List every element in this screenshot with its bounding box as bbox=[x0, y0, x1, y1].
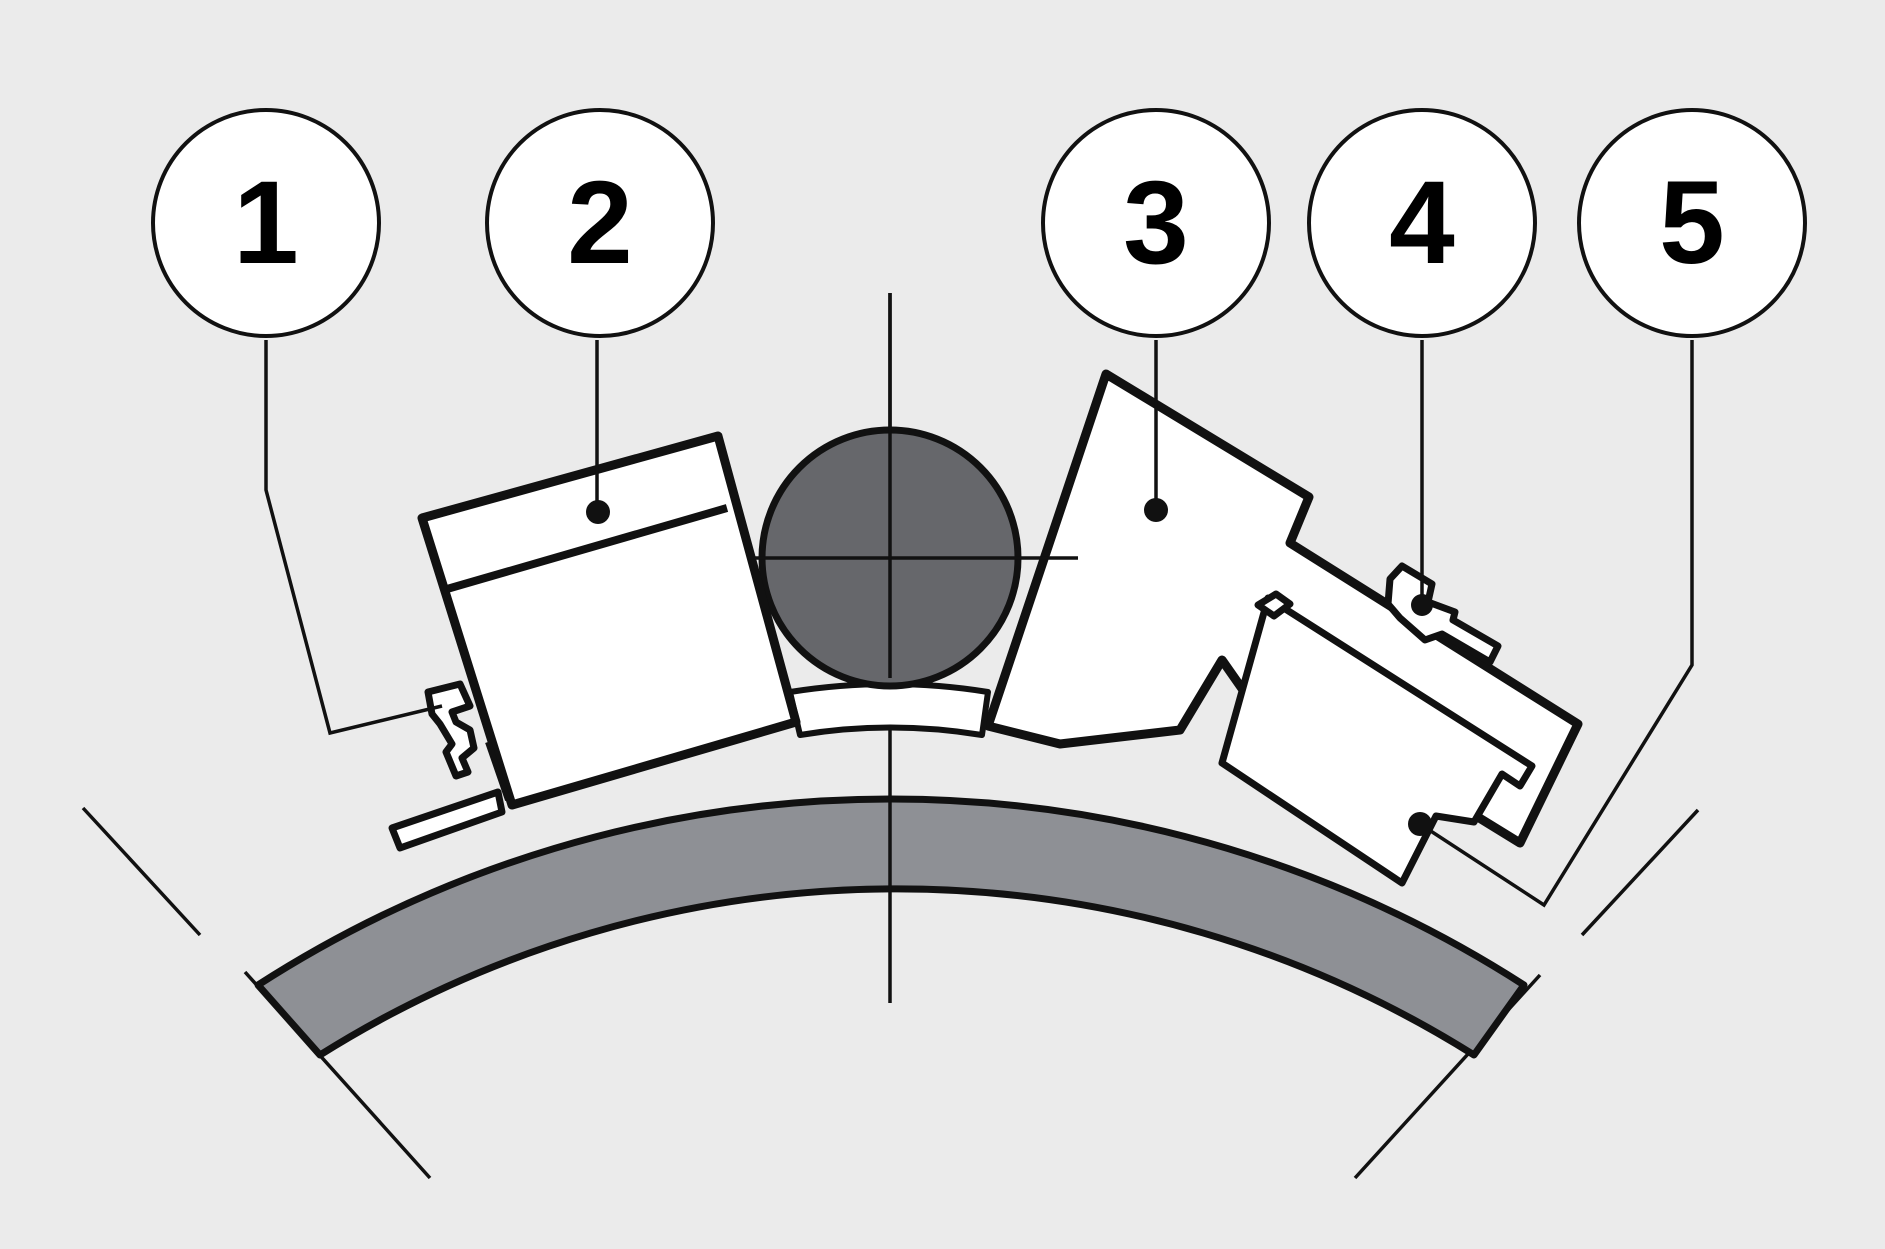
radial-line-right-outer bbox=[1580, 808, 1700, 937]
callout-number-5: 5 bbox=[1659, 157, 1725, 289]
anchor-dot-5 bbox=[1408, 812, 1432, 836]
callout-number-1: 1 bbox=[233, 157, 299, 289]
clamp-part-4 bbox=[1384, 562, 1502, 666]
callout-number-3: 3 bbox=[1123, 157, 1189, 289]
callout-circle-2 bbox=[485, 108, 715, 338]
block-part-2-band bbox=[445, 504, 729, 593]
callout-4: 4 bbox=[1307, 108, 1537, 338]
unit-part-5-tab bbox=[1254, 590, 1294, 620]
callout-2: 2 bbox=[485, 108, 715, 338]
callout-circle-5 bbox=[1577, 108, 1807, 338]
callout-1: 1 bbox=[151, 108, 381, 338]
anchor-dot-2 bbox=[586, 500, 610, 524]
unit-part-5 bbox=[1218, 594, 1536, 887]
callout-circle-4 bbox=[1307, 108, 1537, 338]
roller-seat bbox=[787, 681, 991, 738]
block-part-2 bbox=[417, 431, 801, 810]
bracket-part-1-edge bbox=[485, 741, 511, 801]
callout-number-4: 4 bbox=[1389, 157, 1455, 289]
callout-circle-3 bbox=[1041, 108, 1271, 338]
bracket-part-1 bbox=[424, 680, 478, 780]
callout-number-2: 2 bbox=[567, 157, 633, 289]
callout-5: 5 bbox=[1577, 108, 1807, 338]
bracket-part-1-plate bbox=[388, 788, 506, 852]
leader-line-5 bbox=[1419, 340, 1694, 908]
radial-line-left-outer bbox=[81, 806, 202, 937]
anchor-dot-4 bbox=[1411, 594, 1433, 616]
ring-segment bbox=[254, 795, 1528, 1059]
callout-circle-1 bbox=[151, 108, 381, 338]
callout-3: 3 bbox=[1041, 108, 1271, 338]
anchor-dot-3 bbox=[1144, 498, 1168, 522]
leader-line-1 bbox=[264, 340, 443, 736]
leader-lines bbox=[264, 340, 1694, 908]
